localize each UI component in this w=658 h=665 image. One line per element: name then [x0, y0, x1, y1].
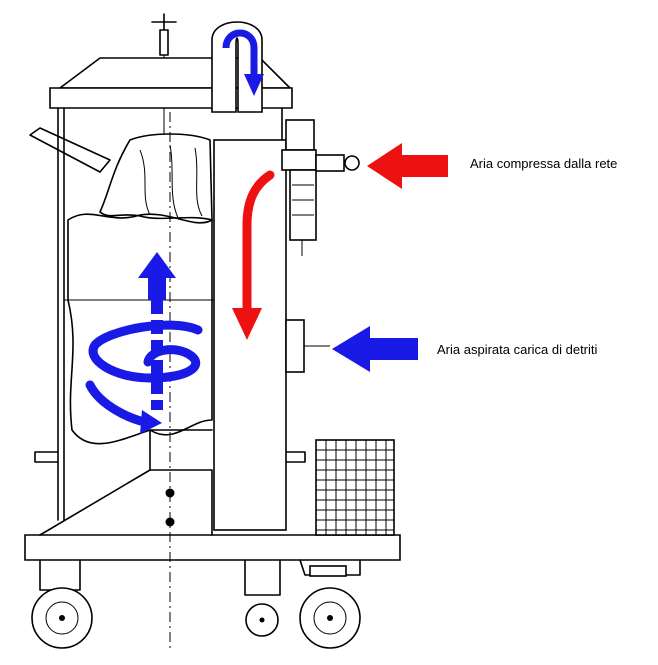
wheel-right [299, 559, 361, 649]
pipe-flow-arrow [222, 29, 258, 76]
compressed-flow-arrowhead [232, 308, 262, 340]
filter-bag [67, 133, 213, 445]
cyclone-arrowhead [140, 410, 162, 434]
suction-air-arrow-icon [332, 326, 418, 372]
air-regulator [281, 119, 360, 256]
wheel-mid [244, 559, 281, 637]
compressed-flow-arrow [242, 170, 275, 315]
mesh-basket [315, 439, 395, 536]
suction-inlet [285, 319, 330, 373]
base-frame [24, 112, 401, 650]
wheel-left [31, 559, 93, 649]
pipe-flow-arrowhead [244, 74, 264, 96]
compressed-air-arrow-icon [367, 143, 448, 189]
compressed-air-label: Aria compressa dalla rete [470, 156, 618, 171]
updraft-arrow [138, 252, 176, 300]
suction-air-label: Aria aspirata carica di detriti [437, 342, 598, 357]
cyclone-spiral-arrow [85, 320, 203, 428]
